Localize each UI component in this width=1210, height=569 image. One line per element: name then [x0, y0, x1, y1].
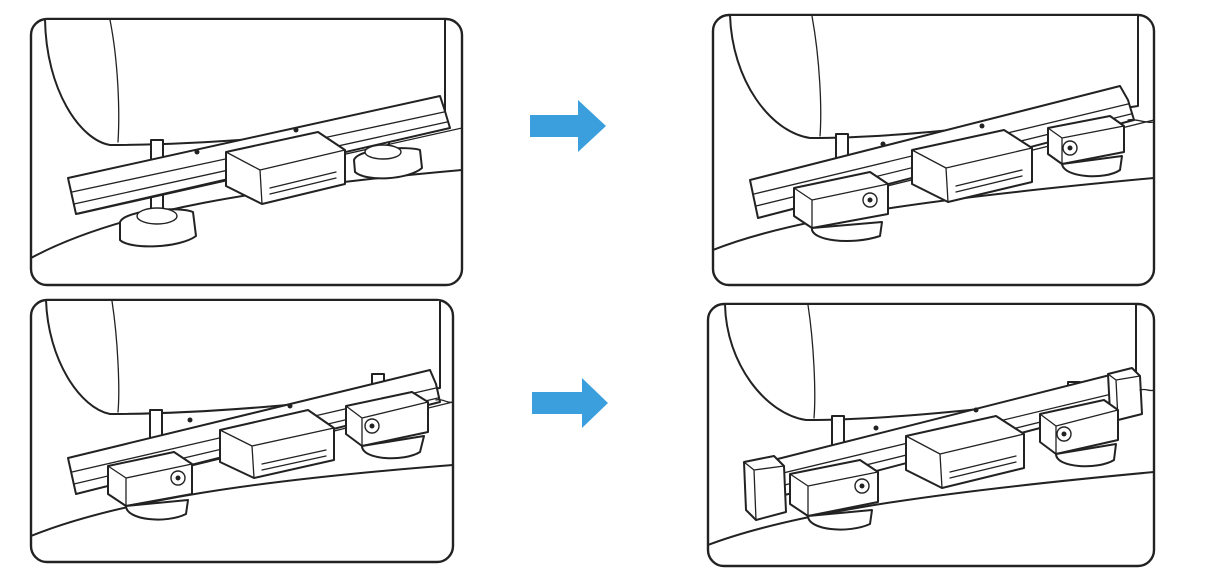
- headrest-post-clamp-left: [789, 459, 879, 517]
- center-module: [905, 415, 1025, 489]
- panel-step-4: [706, 302, 1156, 568]
- arrow-right-icon: [530, 100, 606, 152]
- panel-step-2: [711, 13, 1156, 287]
- seat-back: [31, 464, 453, 537]
- headrest-post-clamp-right: [345, 391, 429, 447]
- headrest-post-clamp-left: [107, 451, 193, 507]
- seat-back: [713, 177, 1154, 251]
- seat-back: [708, 471, 1154, 546]
- center-module: [225, 131, 346, 205]
- panel-step-1: [29, 17, 464, 287]
- end-cap-left: [743, 455, 787, 521]
- panel-step-3: [29, 298, 455, 564]
- center-module: [911, 129, 1033, 203]
- headrest-post-clamp-left: [793, 171, 889, 229]
- headrest-post-clamp-right: [1039, 399, 1119, 455]
- arrow-right-icon: [532, 378, 608, 428]
